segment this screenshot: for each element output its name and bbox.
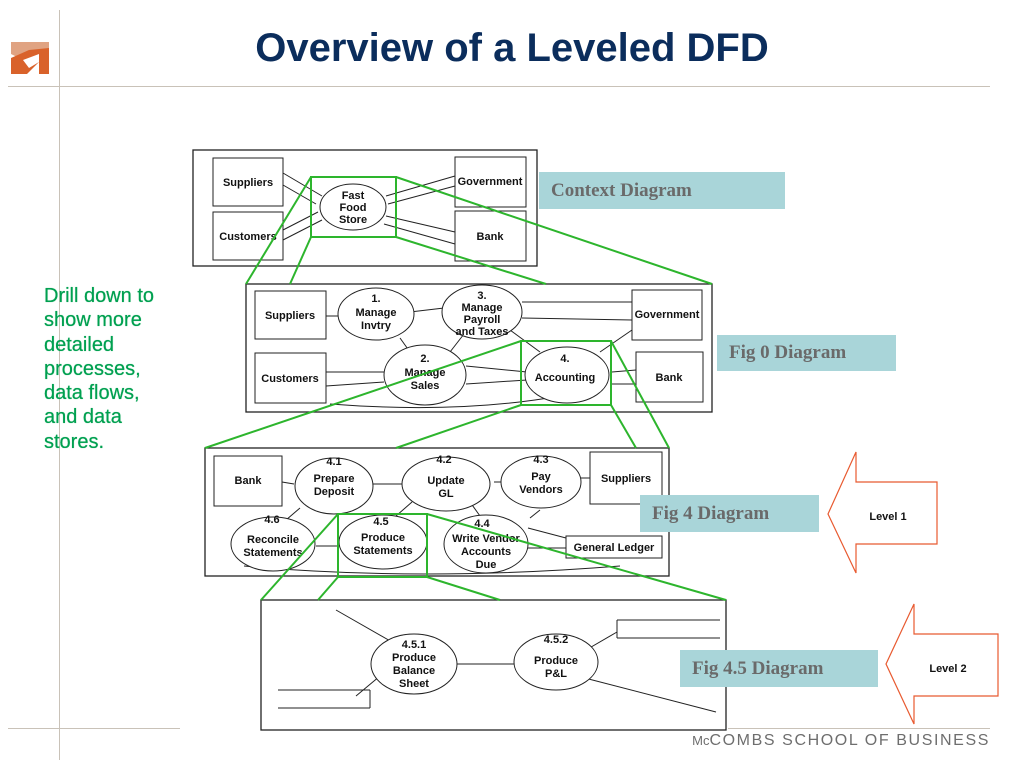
process-label: Store: [339, 214, 367, 226]
entity-customers: Customers: [219, 231, 276, 243]
context-diagram-label: Context Diagram: [539, 172, 785, 209]
process-label: 4.6: [264, 514, 279, 526]
process-label: 4.5: [373, 516, 388, 528]
entity-government: Government: [635, 309, 700, 321]
process-label: 4.2: [436, 454, 451, 466]
process-label: Produce: [534, 655, 578, 667]
entity-suppliers: Suppliers: [223, 177, 273, 189]
fig45-diagram-label: Fig 4.5 Diagram: [680, 650, 878, 687]
process-label: Accounting: [535, 372, 596, 384]
entity-suppliers: Suppliers: [265, 310, 315, 322]
drill-line: detailed: [44, 333, 115, 356]
school-footer: McCOMBS SCHOOL OF BUSINESS: [692, 732, 990, 750]
process-label: Sales: [411, 380, 440, 392]
process-label: 4.5.1: [402, 639, 426, 651]
process-label: Statements: [243, 547, 302, 559]
process-label: Write Vendor: [452, 533, 520, 545]
process-label: 3.: [477, 290, 486, 302]
store-general-ledger: General Ledger: [574, 542, 655, 554]
process-label: Fast: [342, 190, 365, 202]
process-label: 4.4: [474, 518, 490, 530]
process-label: Vendors: [519, 484, 562, 496]
entity-bank: Bank: [235, 475, 263, 487]
process-label: Sheet: [399, 678, 429, 690]
context-diagram: Suppliers Customers Government Bank Fast…: [192, 149, 538, 267]
drill-down-text: Drill down to show more detailed process…: [44, 284, 204, 454]
zoom-connectors: [204, 176, 727, 601]
footer-text: COMBS SCHOOL OF BUSINESS: [709, 732, 990, 749]
process-label: 2.: [420, 353, 429, 365]
drill-line: Drill down to: [44, 285, 155, 307]
process-label: Statements: [353, 545, 412, 557]
drill-line: data flows,: [44, 382, 140, 405]
process-label: Accounts: [461, 546, 511, 558]
process-label: Update: [427, 475, 464, 487]
fig45-diagram: 4.5.1 Produce Balance Sheet 4.5.2 Produc…: [260, 599, 727, 731]
process-label: Deposit: [314, 486, 355, 498]
drill-line: show more: [44, 309, 142, 332]
drill-line: stores.: [44, 430, 105, 453]
process-label: Produce: [361, 532, 405, 544]
entity-bank: Bank: [477, 231, 505, 243]
process-label: 4.5.2: [544, 634, 568, 646]
process-label: Reconcile: [247, 534, 299, 546]
process-label: and Taxes: [456, 326, 509, 338]
drill-line: processes,: [44, 357, 141, 380]
entity-government: Government: [458, 176, 523, 188]
process-label: 1.: [371, 293, 380, 305]
footer-rule-left: [8, 728, 180, 729]
footer-prefix: Mc: [692, 733, 710, 748]
left-arrow-icon: Level 2: [885, 603, 999, 725]
entity-suppliers: Suppliers: [601, 473, 651, 485]
process-label: P&L: [545, 668, 567, 680]
fig4-diagram-label: Fig 4 Diagram: [640, 495, 819, 532]
footer-rule-right: [728, 728, 990, 729]
process-label: 4.: [560, 353, 569, 365]
drill-line: and data: [44, 406, 122, 429]
process-label: Due: [476, 559, 497, 571]
process-label: 4.3: [533, 454, 548, 466]
fig0-diagram: Suppliers Customers Government Bank 1. M…: [245, 283, 713, 413]
title-rule: [8, 86, 990, 87]
process-label: Invtry: [361, 320, 392, 332]
process-label: Manage: [462, 302, 503, 314]
process-label: Payroll: [464, 314, 501, 326]
left-arrow-icon: Level 1: [827, 451, 938, 574]
fig4-diagram: Bank Suppliers General Ledger 4.1 Prepar…: [204, 447, 670, 577]
fig0-diagram-label: Fig 0 Diagram: [717, 335, 896, 371]
level-1-text: Level 1: [869, 511, 906, 523]
process-label: Prepare: [314, 473, 355, 485]
process-label: 4.1: [326, 456, 341, 468]
entity-bank: Bank: [656, 372, 684, 384]
process-label: Balance: [393, 665, 435, 677]
process-label: Food: [340, 202, 367, 214]
vertical-rule: [59, 10, 60, 760]
process-label: Manage: [356, 307, 397, 319]
mccombs-logo-icon: [9, 38, 51, 76]
slide-title: Overview of a Leveled DFD: [255, 26, 769, 70]
level-2-text: Level 2: [929, 663, 966, 675]
entity-customers: Customers: [261, 373, 318, 385]
process-label: Pay: [531, 471, 551, 483]
process-label: Produce: [392, 652, 436, 664]
process-label: GL: [438, 488, 454, 500]
